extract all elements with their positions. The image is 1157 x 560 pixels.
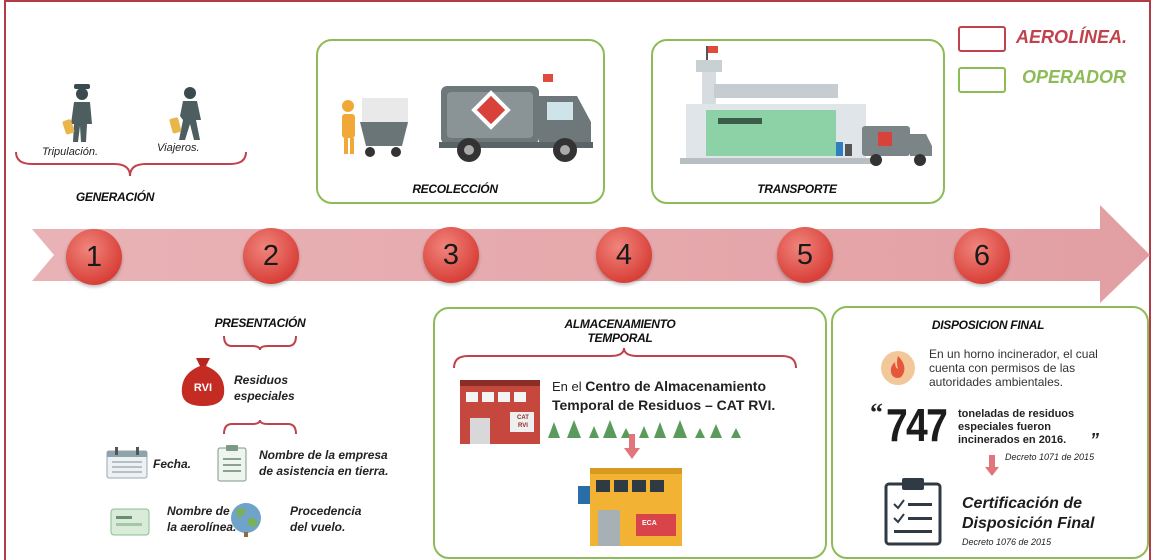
legend-aerolinea-label: AEROLÍNEA. [1016, 27, 1128, 47]
presentacion-bracket-bottom [223, 419, 297, 435]
down-arrow-icon [624, 434, 640, 459]
legend-aerolinea-swatch [958, 26, 1006, 52]
residuos-especiales-label: Residuos especiales [234, 373, 295, 403]
airline-card-icon [110, 508, 150, 536]
decreto-1071-label: Decreto 1071 de 2015 [1005, 452, 1095, 462]
horno-text: En un horno incinerador, el cual cuenta … [929, 347, 1098, 389]
almacenamiento-title: ALMACENAMIENTO TEMPORAL [564, 317, 676, 345]
fecha-label: Fecha. [153, 457, 192, 471]
worker-cart-icon [342, 98, 408, 157]
tonnage-number: 747 [886, 399, 948, 451]
globe-icon [231, 503, 261, 537]
cat-rvi-building-icon [460, 380, 540, 444]
nombre-empresa-label: Nombre de la empresa de asistencia en ti… [259, 448, 389, 478]
almacenamiento-text-bold: Centro de Almacenamiento Temporal de Res… [552, 378, 776, 413]
certificate-clipboard-icon [884, 478, 942, 546]
rvi-bag-icon [181, 358, 225, 406]
open-quote-mark: “ [870, 398, 883, 427]
step-6-circle: 6 [954, 228, 1010, 284]
step-2-circle: 2 [243, 228, 299, 284]
calendar-icon [106, 447, 148, 479]
viajeros-label: Viajeros. [157, 142, 200, 154]
legend-operador-label: OPERADOR [1022, 67, 1127, 87]
cat-rvi-sign: CAT RVI [517, 415, 529, 429]
eca-sign: ECA [642, 520, 657, 527]
recoleccion-title: RECOLECCIÓN [412, 182, 498, 196]
crew-person-icon [62, 84, 92, 142]
toneladas-text: toneladas de residuos especiales fueron … [958, 408, 1075, 446]
fire-icon [881, 351, 915, 385]
tripulacion-label: Tripulación. [42, 146, 99, 158]
presentacion-bracket-top [223, 335, 297, 351]
rvi-bag-label: RVI [193, 382, 213, 394]
small-truck-icon [836, 126, 932, 166]
disposicion-title: DISPOSICION FINAL [931, 318, 1045, 332]
left-red-border [4, 0, 12, 560]
almacenamiento-bracket [453, 347, 797, 369]
decreto-1076-label: Decreto 1076 de 2015 [962, 537, 1052, 547]
disposicion-box [831, 306, 1149, 559]
clipboard-icon [217, 445, 247, 482]
legend-operador-swatch [958, 67, 1006, 93]
certificacion-title: Certificación de Disposición Final [962, 495, 1095, 532]
almacenamiento-text: En el Centro de Almacenamiento Temporal … [552, 377, 812, 414]
almacenamiento-text-prefix: En el [552, 379, 586, 394]
down-arrow-icon-2 [985, 455, 999, 476]
transporte-title: TRANSPORTE [757, 182, 837, 196]
right-red-border [1149, 0, 1151, 560]
procedencia-label: Procedencia del vuelo. [290, 504, 362, 534]
presentacion-title: PRESENTACIÓN [214, 316, 306, 330]
generacion-title: GENERACIÓN [75, 190, 155, 204]
generacion-bracket [15, 151, 247, 177]
eca-building-icon [578, 468, 682, 546]
step-1-circle: 1 [66, 229, 122, 285]
nombre-aerolinea-label: Nombre de la aerolínea. [167, 504, 237, 534]
step-5-circle: 5 [777, 227, 833, 283]
garbage-truck-icon [439, 74, 593, 162]
step-4-circle: 4 [596, 227, 652, 283]
timeline-arrow [32, 205, 1150, 303]
close-quote-mark: ” [1090, 430, 1099, 450]
traveler-person-icon [169, 87, 201, 140]
top-red-border [4, 0, 1149, 2]
step-3-circle: 3 [423, 227, 479, 283]
trees-row-icon [548, 420, 741, 438]
